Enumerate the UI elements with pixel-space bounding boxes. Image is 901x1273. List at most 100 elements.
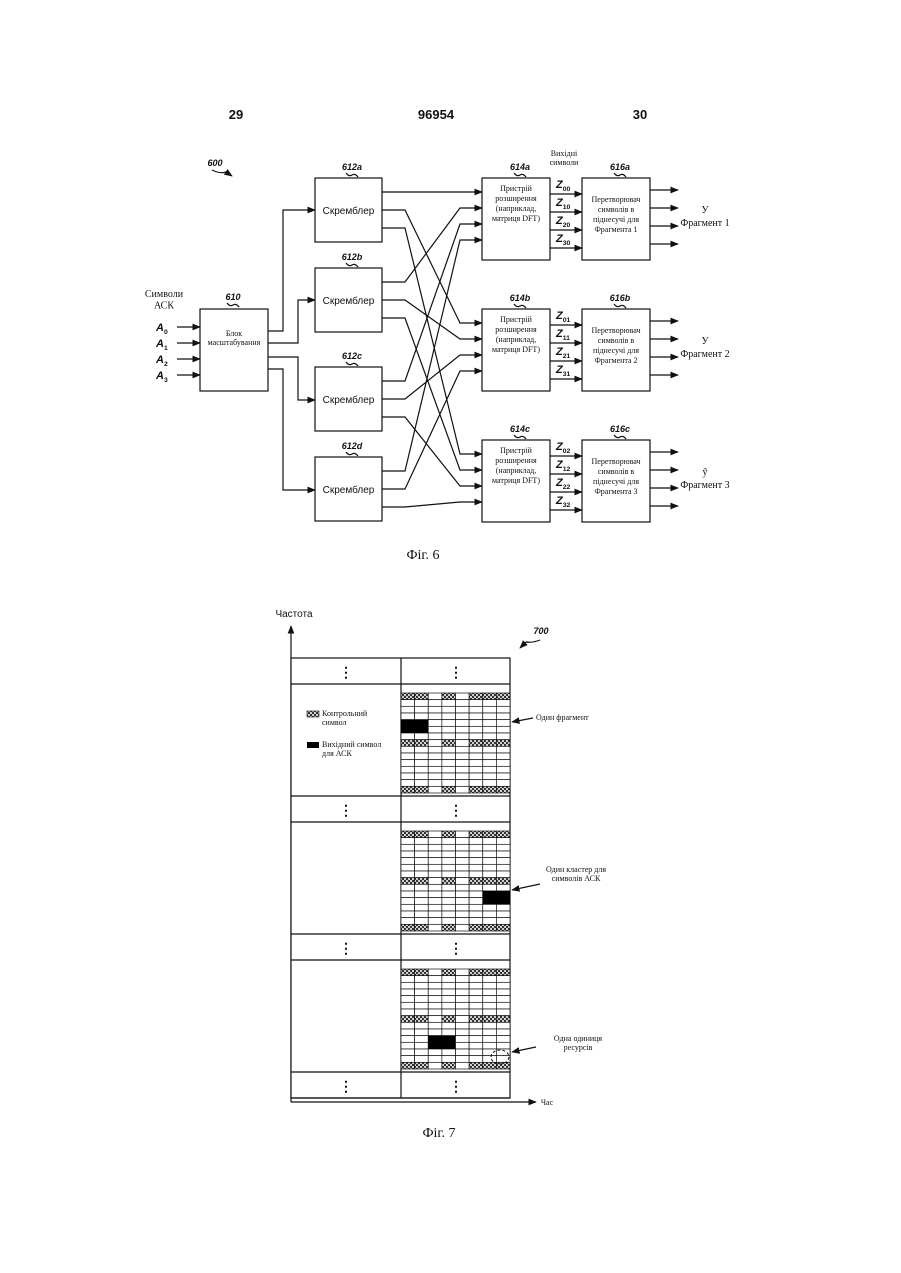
- resource-cell: [496, 838, 510, 845]
- resource-cell: [496, 996, 510, 1003]
- resource-cell: [496, 760, 510, 767]
- resource-cell: [415, 1036, 429, 1043]
- resource-cell: [401, 838, 415, 845]
- resource-cell: [469, 700, 483, 707]
- resource-cell: [469, 1009, 483, 1016]
- resource-cell: [456, 753, 470, 760]
- ack-output-symbol-cell: [401, 720, 428, 733]
- resource-cell: [415, 838, 429, 845]
- reference-leader: [514, 173, 526, 177]
- resource-cell: [483, 976, 497, 983]
- resource-cell: [428, 1022, 442, 1029]
- left-page-number: 29: [229, 107, 243, 122]
- resource-cell: [469, 864, 483, 871]
- resource-cell: [415, 851, 429, 858]
- resource-cell: [456, 996, 470, 1003]
- input-symbol-A1: A1: [155, 338, 168, 352]
- control-symbol-cell: [483, 831, 497, 838]
- control-symbol-cell: [496, 831, 510, 838]
- converter-ref: 616c: [610, 424, 630, 434]
- resource-cell: [442, 746, 456, 753]
- resource-cell: [483, 773, 497, 780]
- resource-cell: [496, 720, 510, 727]
- resource-cell: [456, 720, 470, 727]
- resource-cell: [415, 1056, 429, 1063]
- right-page-number: 30: [633, 107, 647, 122]
- resource-cell: [456, 713, 470, 720]
- resource-cell: [401, 706, 415, 713]
- fragment-label: Фрагмент 3: [680, 480, 729, 491]
- control-symbol-cell: [469, 1016, 483, 1023]
- reference-leader: [614, 304, 626, 308]
- annotation-one-resource-unit: Одна одиницяресурсів: [554, 1034, 603, 1052]
- resource-cell: [442, 700, 456, 707]
- control-symbol-cell: [415, 786, 429, 793]
- resource-cell: [415, 918, 429, 925]
- annotation-one-fragment: Один фрагмент: [536, 713, 589, 722]
- resource-cell: [456, 740, 470, 747]
- spread-output-Z02: Z02: [555, 441, 571, 455]
- legend-control-swatch: [307, 711, 319, 717]
- resource-cell: [469, 720, 483, 727]
- resource-cell: [469, 1002, 483, 1009]
- resource-cell: [496, 1022, 510, 1029]
- control-symbol-cell: [483, 1062, 497, 1069]
- resource-cell: [469, 1042, 483, 1049]
- resource-cell: [483, 720, 497, 727]
- resource-cell: [428, 1049, 442, 1056]
- resource-cell: [415, 891, 429, 898]
- resource-cell: [442, 844, 456, 851]
- resource-cell: [469, 918, 483, 925]
- control-symbol-cell: [483, 924, 497, 931]
- scrambler-to-spreader-arrow: [382, 228, 482, 454]
- resource-cell: [428, 924, 442, 931]
- resource-cell: [401, 911, 415, 918]
- resource-cell: [428, 976, 442, 983]
- fragment-symbol: ỹ: [703, 467, 708, 478]
- resource-cell: [442, 720, 456, 727]
- resource-cell: [496, 733, 510, 740]
- ellipsis: ⋮: [339, 1080, 353, 1095]
- spreader-ref: 614c: [510, 424, 530, 434]
- control-symbol-cell: [469, 831, 483, 838]
- control-symbol-cell: [442, 786, 456, 793]
- resource-cell: [469, 1022, 483, 1029]
- resource-cell: [469, 780, 483, 787]
- resource-cell: [469, 753, 483, 760]
- resource-cell: [415, 858, 429, 865]
- resource-cell: [401, 773, 415, 780]
- resource-cell: [456, 982, 470, 989]
- spread-output-Z01: Z01: [555, 310, 571, 324]
- frequency-axis-label: Частота: [275, 609, 313, 620]
- resource-cell: [469, 891, 483, 898]
- resource-cell: [456, 1029, 470, 1036]
- resource-cell: [442, 1002, 456, 1009]
- resource-cell: [483, 996, 497, 1003]
- control-symbol-cell: [469, 786, 483, 793]
- resource-cell: [483, 1022, 497, 1029]
- resource-cell: [456, 1056, 470, 1063]
- resource-cell: [428, 713, 442, 720]
- resource-cell: [496, 1002, 510, 1009]
- control-symbol-cell: [401, 831, 415, 838]
- resource-cell: [483, 858, 497, 865]
- resource-cell: [496, 773, 510, 780]
- figure-reference-arrow: [212, 170, 232, 176]
- resource-cell: [483, 844, 497, 851]
- resource-cell: [442, 1049, 456, 1056]
- resource-cell: [456, 1036, 470, 1043]
- resource-cell: [401, 766, 415, 773]
- resource-cell: [469, 760, 483, 767]
- resource-cell: [456, 1009, 470, 1016]
- resource-cell: [483, 760, 497, 767]
- resource-cell: [469, 766, 483, 773]
- control-symbol-cell: [401, 969, 415, 976]
- control-symbol-cell: [415, 924, 429, 931]
- resource-cell: [442, 766, 456, 773]
- resource-cell: [456, 1002, 470, 1009]
- resource-cell: [401, 982, 415, 989]
- spread-output-Z30: Z30: [555, 233, 571, 247]
- resource-cell: [456, 746, 470, 753]
- resource-cell: [496, 1036, 510, 1043]
- resource-cell: [401, 713, 415, 720]
